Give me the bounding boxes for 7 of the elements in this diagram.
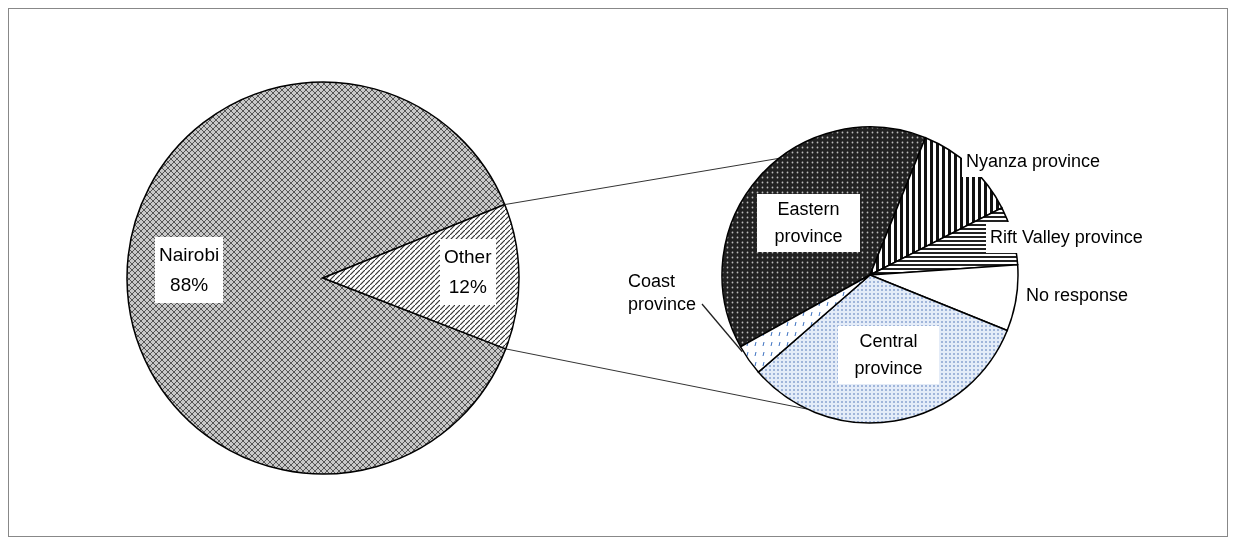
slice-label: Eastern province: [757, 194, 860, 252]
leader-line: [701, 303, 743, 353]
slice-label: Central province: [838, 326, 939, 384]
data-label: Nairobi 88%: [155, 237, 224, 303]
data-label: Other 12%: [440, 239, 496, 305]
slice-label: Coast province: [628, 270, 700, 316]
slice-label: No response: [1026, 284, 1129, 307]
